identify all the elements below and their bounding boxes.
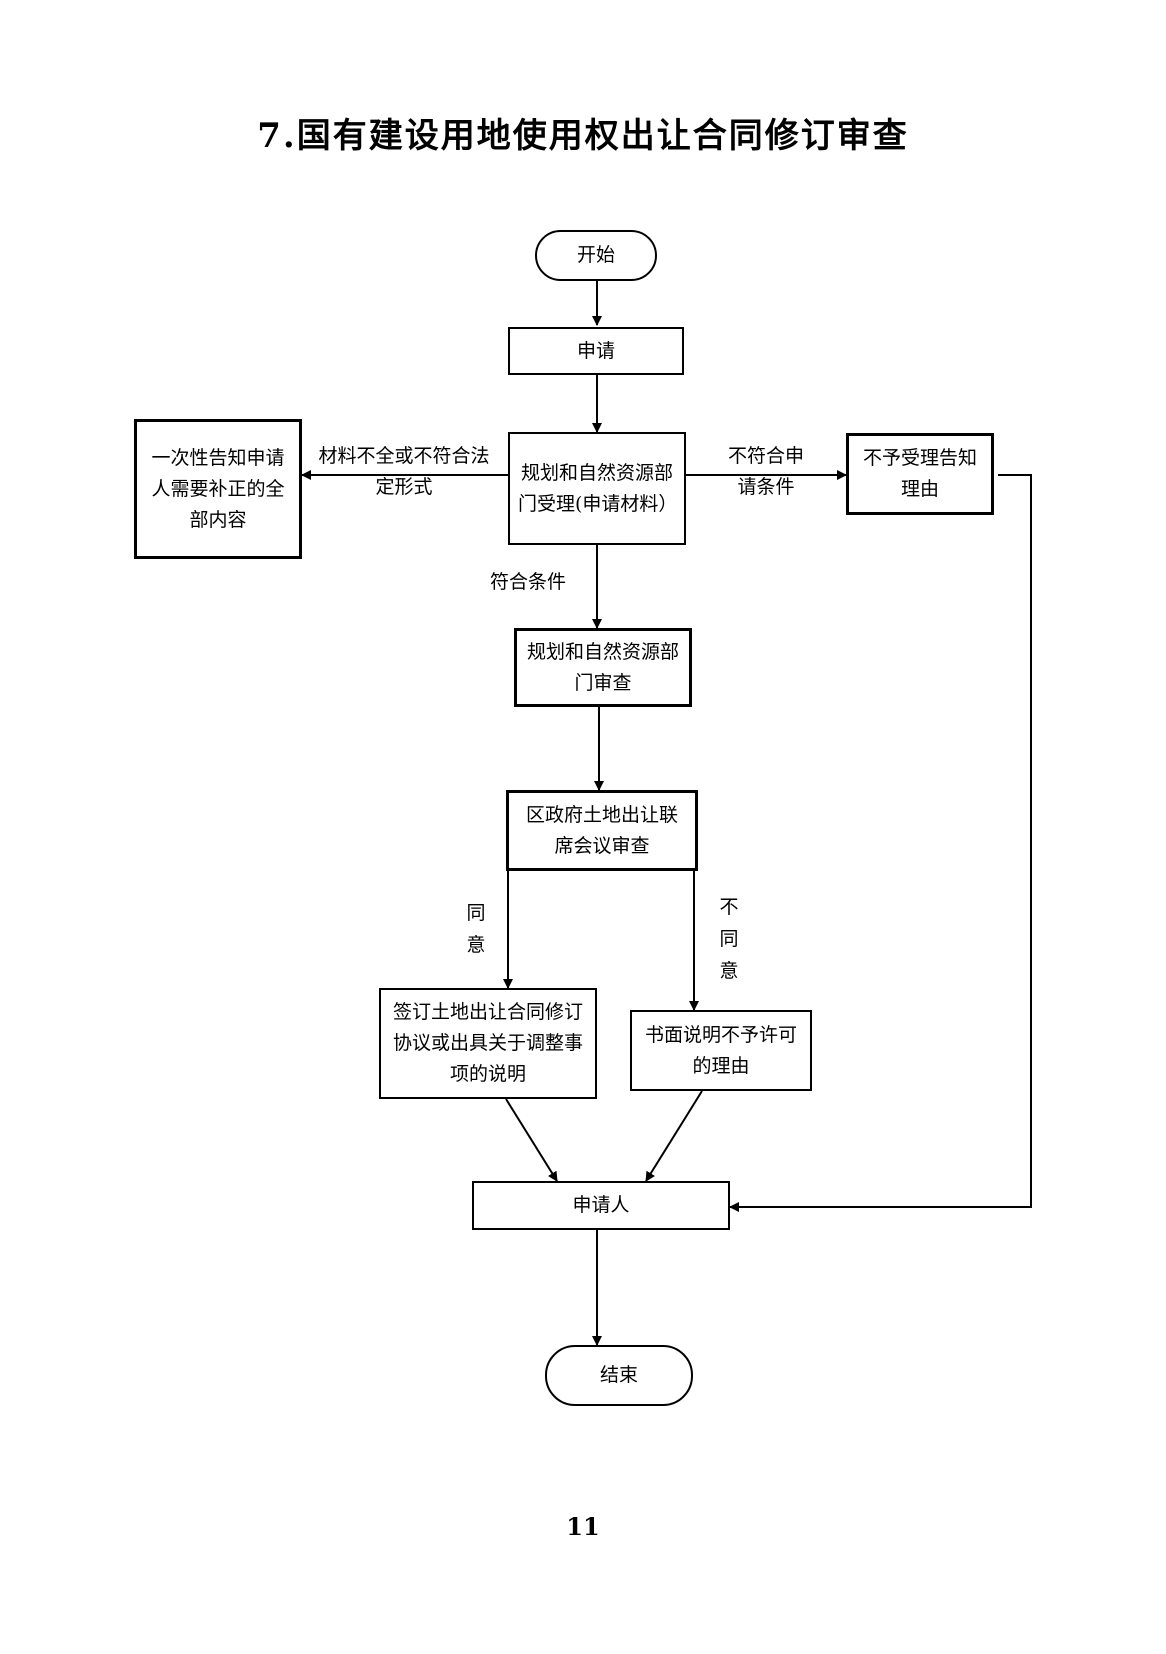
edge-label-disagree: 不同意 [719, 896, 739, 982]
edge-label-incomplete: 材料不全或不符合法定形式 [318, 445, 490, 498]
notify-node: 一次性告知申请人需要补正的全部内容 [134, 419, 302, 559]
apply-node: 申请 [508, 327, 684, 375]
applicant-node: 申请人 [472, 1181, 730, 1230]
edge-written-applicant [645, 1090, 703, 1182]
edge-sign-applicant [505, 1098, 558, 1182]
meeting-node: 区政府土地出让联席会议审查 [506, 790, 698, 871]
edge-label-agree: 同意 [466, 902, 486, 956]
edge-label-meet: 符合条件 [490, 571, 567, 593]
review-node: 规划和自然资源部门审查 [514, 628, 692, 707]
accept-node: 规划和自然资源部门受理(申请材料） [508, 432, 686, 545]
page-title: 7.国有建设用地使用权出让合同修订审查 [257, 116, 909, 156]
end-node: 结束 [545, 1345, 693, 1406]
written-node: 书面说明不予许可的理由 [630, 1010, 812, 1091]
edge-reject-applicant [729, 474, 1032, 1212]
start-node: 开始 [535, 230, 657, 281]
reject-node: 不予受理告知理由 [846, 433, 994, 515]
sign-node: 签订土地出让合同修订协议或出具关于调整事项的说明 [379, 988, 597, 1099]
edge-label-not-meet: 不符合申请条件 [727, 445, 804, 498]
page-number: 11 [566, 1512, 600, 1541]
